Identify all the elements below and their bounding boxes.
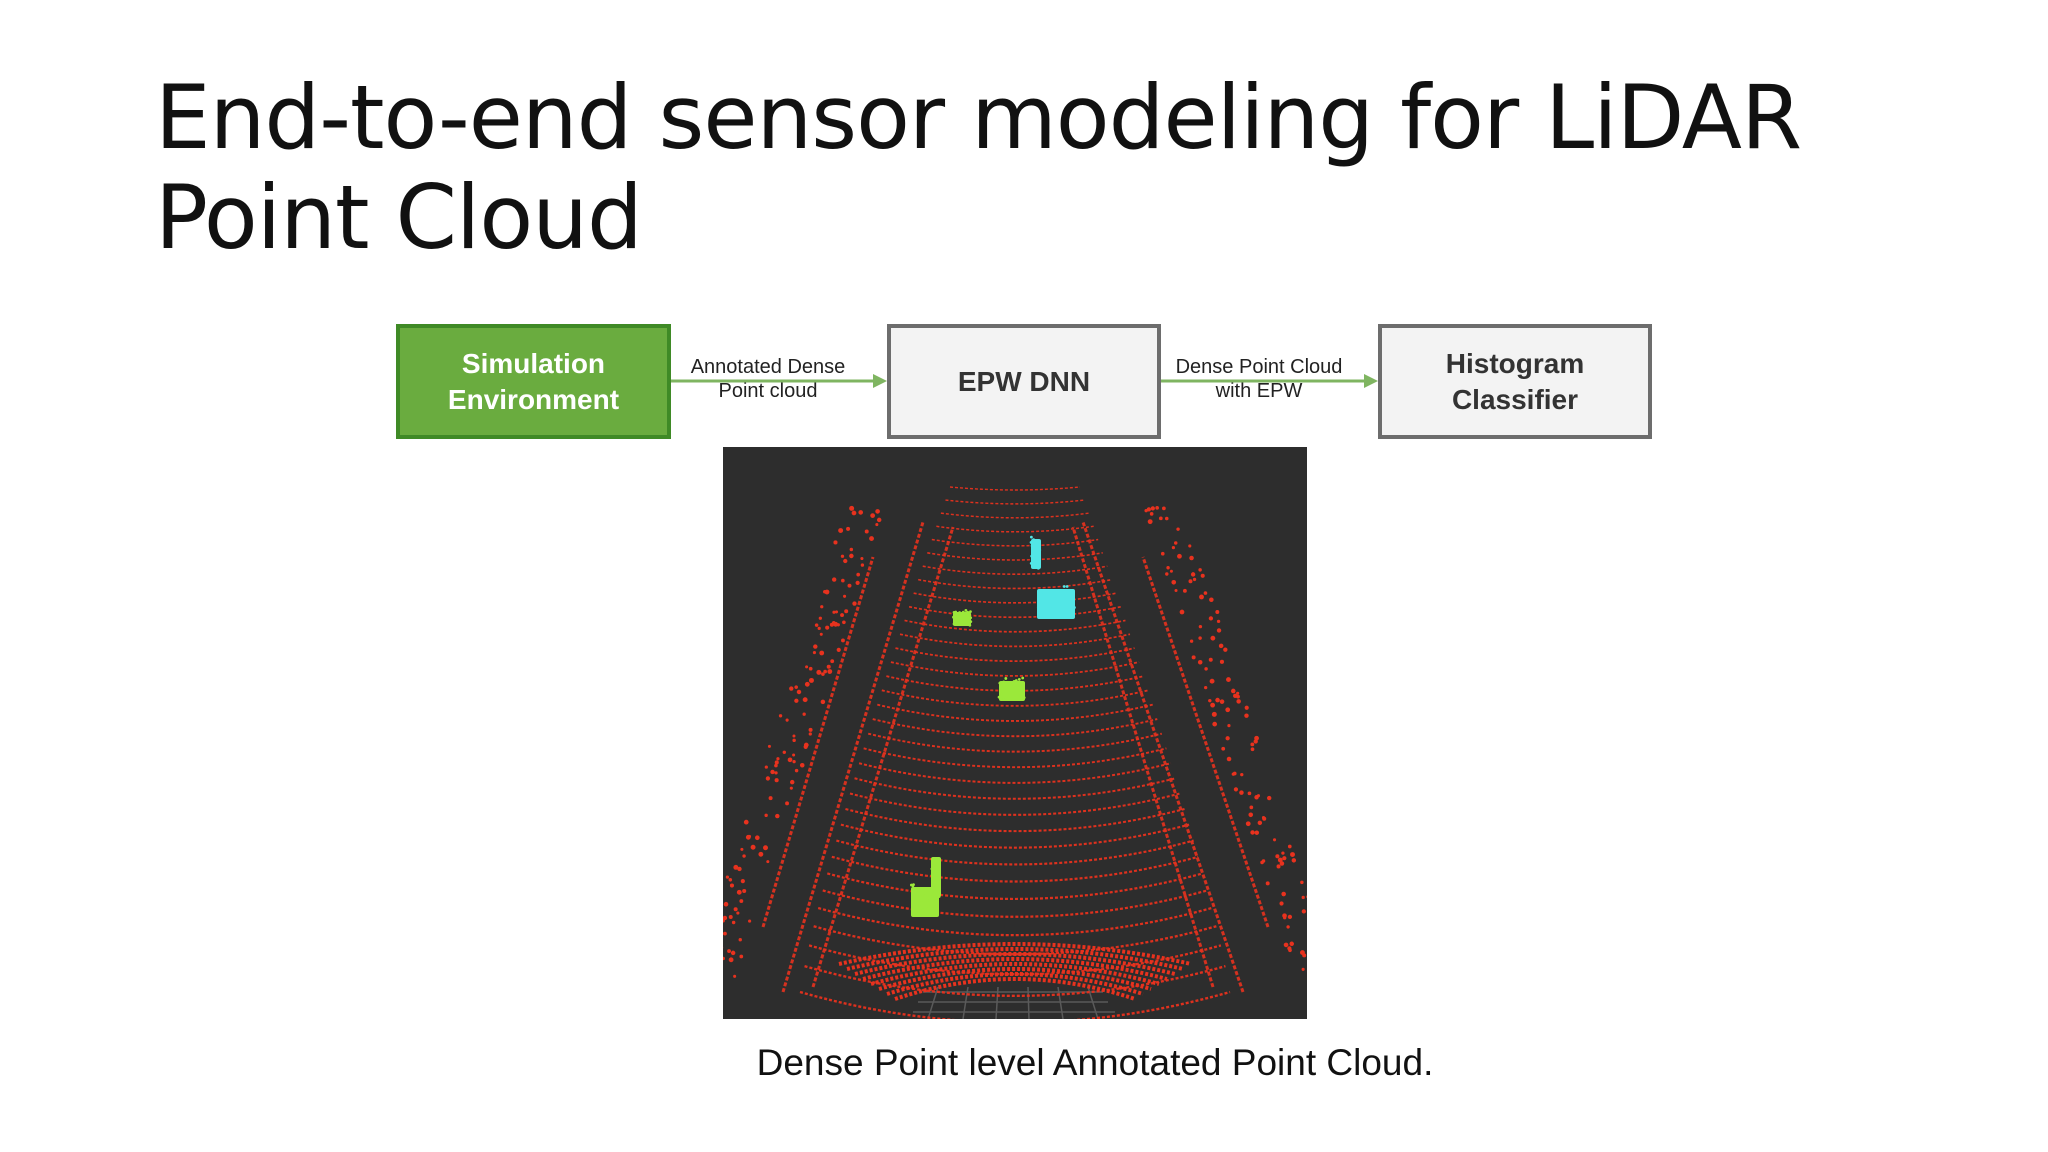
slide-title: End-to-end sensor modeling for LiDAR Poi…: [155, 68, 1955, 268]
arrow-right-icon: [1161, 374, 1378, 388]
histogram-classifier-label-2: Classifier: [1451, 383, 1579, 415]
vehicle-grid: [913, 986, 1115, 1020]
title-line-2: Point Cloud: [155, 166, 643, 269]
point-cloud-visual: [699, 486, 1325, 1024]
arrow2-label-line1: Dense Point Cloud: [1175, 356, 1343, 378]
simulation-environment-label-2: Environment: [447, 383, 620, 415]
arrow1-label-line1: Annotated Dense: [690, 356, 846, 378]
arrow-label-annotated-dense: Annotated Dense Point cloud: [676, 355, 860, 403]
simulation-environment-box: Simulation Environment: [396, 324, 671, 439]
epw-dnn-box: EPW DNN: [887, 324, 1161, 439]
annotated-objects: [909, 535, 1076, 917]
epw-dnn-label: EPW DNN: [957, 365, 1091, 397]
figure-caption: Dense Point level Annotated Point Cloud.: [756, 1042, 1434, 1083]
simulation-environment-label-1: Simulation: [461, 347, 606, 379]
ground-points: [699, 486, 1325, 1024]
arrow-right-icon: [671, 374, 887, 388]
histogram-classifier-label-1: Histogram: [1445, 347, 1585, 379]
arrow-label-dense-point-cloud: Dense Point Cloud with EPW: [1164, 355, 1354, 403]
arrow1-label-line2: Point cloud: [718, 380, 818, 402]
arrow2-label-line2: with EPW: [1215, 380, 1303, 402]
histogram-classifier-box: Histogram Classifier: [1378, 324, 1652, 439]
title-line-1: End-to-end sensor modeling for LiDAR: [155, 66, 1802, 169]
point-cloud-image: [699, 447, 1325, 1024]
